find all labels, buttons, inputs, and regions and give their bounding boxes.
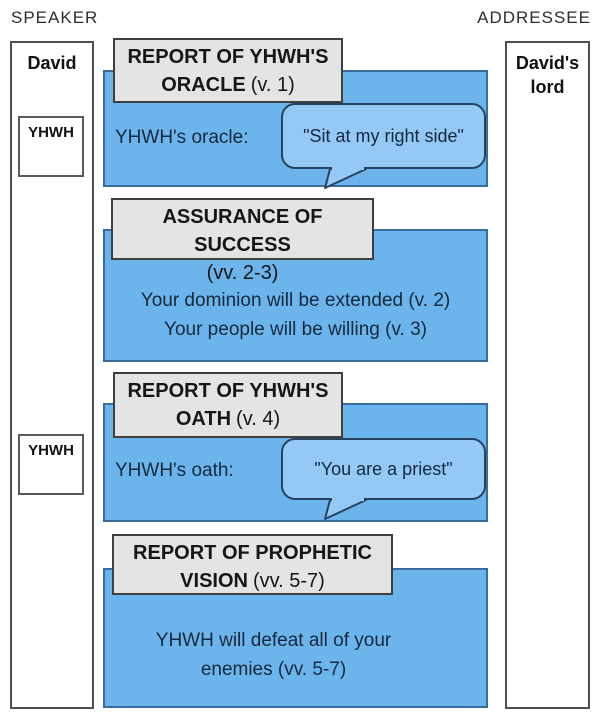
section-vision-header-line2: VISION(vv. 5-7): [180, 570, 325, 592]
section-assurance-header: ASSURANCE OF SUCCESS (vv. 2-3): [111, 198, 374, 284]
oracle-speech-bubble: "Sit at my right side": [281, 103, 486, 189]
section-oath-header-line1: REPORT OF YHWH'S: [127, 380, 329, 402]
assurance-body: Your dominion will be extended (v. 2) Yo…: [103, 286, 488, 344]
assurance-body-line2: Your people will be willing (v. 3): [164, 319, 427, 340]
section-oracle-header-line1: REPORT OF YHWH'S: [127, 46, 329, 68]
yhwh-speaker-box-2: YHWH: [18, 434, 84, 495]
section-oath-header: REPORT OF YHWH'S OATH(v. 4): [113, 372, 343, 438]
oath-label: YHWH's oath:: [115, 460, 234, 481]
oath-speech-bubble: "You are a priest": [281, 438, 486, 520]
vision-body-line1: YHWH will defeat all of your: [155, 630, 392, 651]
addressee-column-title: David's lord: [515, 53, 580, 97]
oracle-speech-text: "Sit at my right side": [303, 125, 464, 146]
yhwh-speaker-box-1: YHWH: [18, 116, 84, 177]
speech-bubble-tail: [324, 167, 367, 189]
addressee-column: David's lord: [505, 41, 590, 709]
section-oracle-header-line2: ORACLE(v. 1): [161, 74, 295, 96]
vision-body: YHWH will defeat all of your enemies (vv…: [103, 626, 488, 684]
assurance-body-line1: Your dominion will be extended (v. 2): [140, 290, 451, 311]
speaker-column-title: David: [27, 53, 77, 73]
addressee-heading: ADDRESSEE: [477, 8, 591, 27]
section-assurance-header-line1: ASSURANCE OF SUCCESS: [162, 206, 323, 256]
oracle-label: YHWH's oracle:: [115, 127, 249, 148]
vision-body-line2: enemies (vv. 5-7): [200, 659, 347, 680]
section-vision-header-line1: REPORT OF PROPHETIC: [133, 542, 372, 564]
oath-speech-text: "You are a priest": [314, 458, 453, 479]
section-assurance-header-line2: (vv. 2-3): [206, 262, 279, 284]
speech-bubble-tail: [324, 498, 367, 520]
section-vision-header: REPORT OF PROPHETIC VISION(vv. 5-7): [112, 534, 393, 595]
speaker-heading: SPEAKER: [11, 8, 99, 27]
section-oath-header-line2: OATH(v. 4): [175, 408, 281, 430]
section-oracle-header: REPORT OF YHWH'S ORACLE(v. 1): [113, 38, 343, 103]
